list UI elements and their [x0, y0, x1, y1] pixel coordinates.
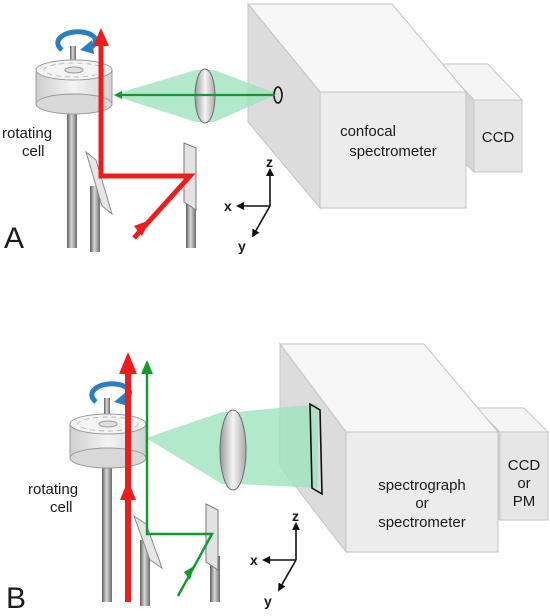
mirror-post-a-1 — [90, 186, 100, 252]
turning-mirror-b — [133, 514, 163, 570]
cell-label-b-line1: rotating — [28, 481, 78, 498]
axis-z-label: z — [292, 508, 299, 524]
axis-x-label: x — [250, 552, 258, 568]
cell-shaft-a — [70, 46, 76, 72]
laser-arrowhead-top-a — [93, 28, 109, 46]
cell-label-b-line2: cell — [50, 499, 73, 516]
laser-arrowhead-top-b — [119, 352, 137, 374]
axis-z-label: z — [266, 154, 273, 170]
spectrometer-box-a — [246, 2, 468, 210]
spectrograph-label-b-line2: or — [415, 495, 428, 512]
axis-y-label: y — [264, 593, 272, 609]
mirror-post-a-2 — [186, 198, 196, 248]
mirror-post-b-2 — [210, 556, 220, 602]
cell-post-a — [67, 108, 77, 248]
green-laser-beam-b — [145, 372, 215, 597]
axis-x-label: x — [224, 198, 232, 214]
rotation-arrowhead-icon — [114, 392, 128, 406]
axis-y-label: y — [238, 238, 246, 254]
cell-label-a-line1: rotating — [2, 125, 52, 142]
laser-beam-a — [98, 36, 196, 240]
detector-label-b-line2: or — [517, 475, 530, 492]
mirror-post-b-1 — [140, 540, 150, 606]
rotating-cell-b — [69, 413, 147, 469]
rotation-arrowhead-icon — [80, 40, 94, 54]
detector-label-b-line3: PM — [513, 493, 536, 510]
folding-mirror-b — [205, 503, 219, 571]
panel-letter-a: A — [4, 222, 24, 255]
spectrograph-label-b-line1: spectrograph — [378, 477, 466, 494]
laser-arrowhead-diag-a — [134, 220, 150, 236]
cell-shaft-b — [104, 398, 110, 424]
cell-label-a-line2: cell — [22, 143, 45, 160]
detector-label-b-line1: CCD — [508, 457, 541, 474]
green-arrowhead-top-b — [141, 360, 153, 374]
entrance-slit-b — [309, 402, 323, 496]
panel-letter-b: B — [6, 582, 26, 615]
lens-b — [219, 409, 247, 491]
laser-arrowhead-mid-b — [120, 480, 136, 500]
turning-mirror-a — [85, 150, 113, 216]
panel-a: z x y rotating cell confocal spectromete… — [2, 2, 524, 255]
detector-label-a: CCD — [482, 129, 515, 146]
spectrograph-label-b-line3: spectrometer — [378, 514, 466, 531]
coordinate-axes-b: z x y — [250, 508, 300, 609]
panel-b: z x y rotating cell spectrograph or spec… — [6, 342, 550, 615]
coordinate-axes-a: z x y — [224, 154, 274, 254]
cell-post-b — [102, 462, 112, 602]
spectrometer-label-a-line2: spectrometer — [349, 143, 437, 160]
spectrometer-label-a-line1: confocal — [340, 123, 396, 140]
green-arrowhead-diag-b — [184, 566, 194, 580]
